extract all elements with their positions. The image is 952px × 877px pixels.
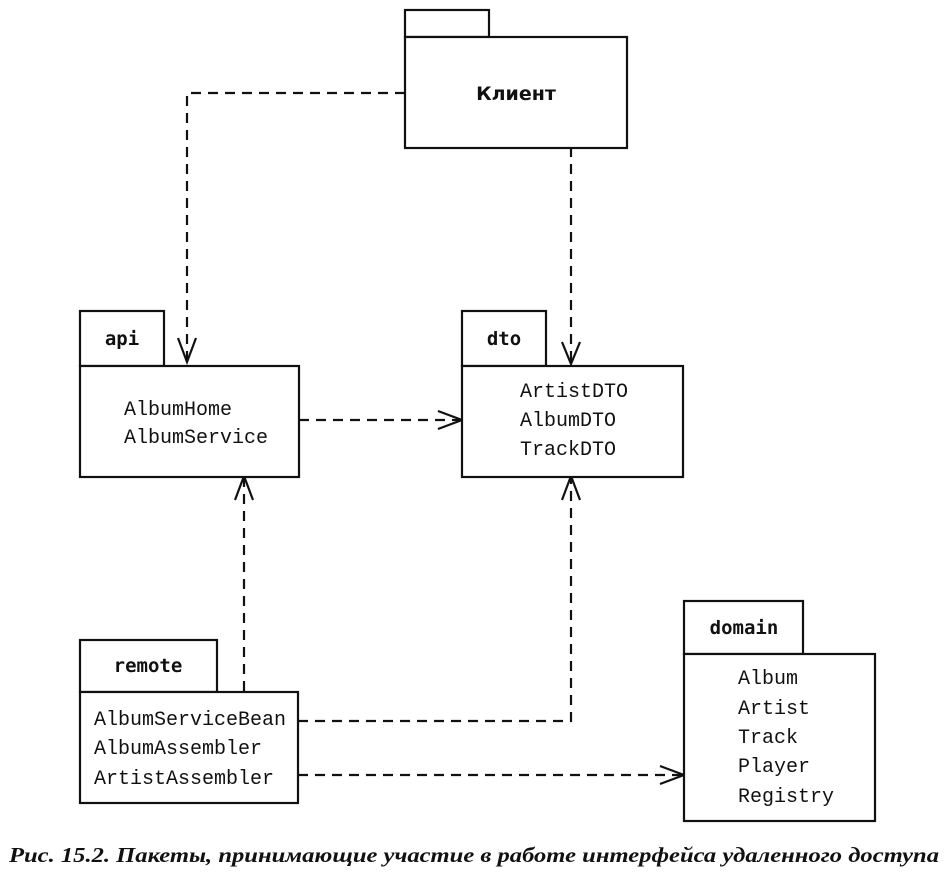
arrowhead-client-dto [560,341,582,367]
package-remote-name: remote [114,655,183,677]
package-domain-class: Player [738,756,810,779]
package-remote-class: AlbumAssembler [94,738,262,761]
package-domain-class: Artist [738,698,810,721]
package-api-class: AlbumService [124,427,268,450]
package-dto-class: ArtistDTO [520,381,628,404]
package-api-name: api [105,328,139,350]
package-domain: domain Album Artist Track Player Registr… [682,599,877,823]
package-domain-class: Track [738,727,798,750]
package-client-body [403,35,629,150]
package-client-tab [403,8,491,39]
package-remote-body [78,690,300,805]
package-dto-tab [460,309,548,368]
package-dto-class: TrackDTO [520,439,616,462]
package-domain-name: domain [710,617,779,639]
package-domain-body [682,652,877,823]
dependencies [176,91,688,786]
package-client: Клиент [403,8,629,150]
package-remote-class: ArtistAssembler [94,768,274,791]
package-domain-class: Album [738,668,798,691]
figure-caption: Рис. 15.2. Пакеты, принимающие участие в… [8,843,939,867]
dependency-remote-dto [298,478,573,723]
package-dto: dto ArtistDTO AlbumDTO TrackDTO [460,309,685,479]
package-client-name: Клиент [476,83,556,105]
package-dto-name: dto [487,328,521,350]
dependency-client-api [185,91,405,360]
package-api: api AlbumHome AlbumService [78,309,301,479]
package-remote: remote AlbumServiceBean AlbumAssembler A… [78,638,300,805]
arrowhead-client-api [176,337,198,366]
package-dto-body [460,364,685,479]
package-api-class: AlbumHome [124,399,232,422]
package-remote-class: AlbumServiceBean [94,709,286,732]
package-dto-class: AlbumDTO [520,410,616,433]
package-api-tab [78,309,166,368]
package-domain-class: Registry [738,786,834,809]
package-api-body [78,364,301,479]
package-remote-tab [78,638,219,694]
